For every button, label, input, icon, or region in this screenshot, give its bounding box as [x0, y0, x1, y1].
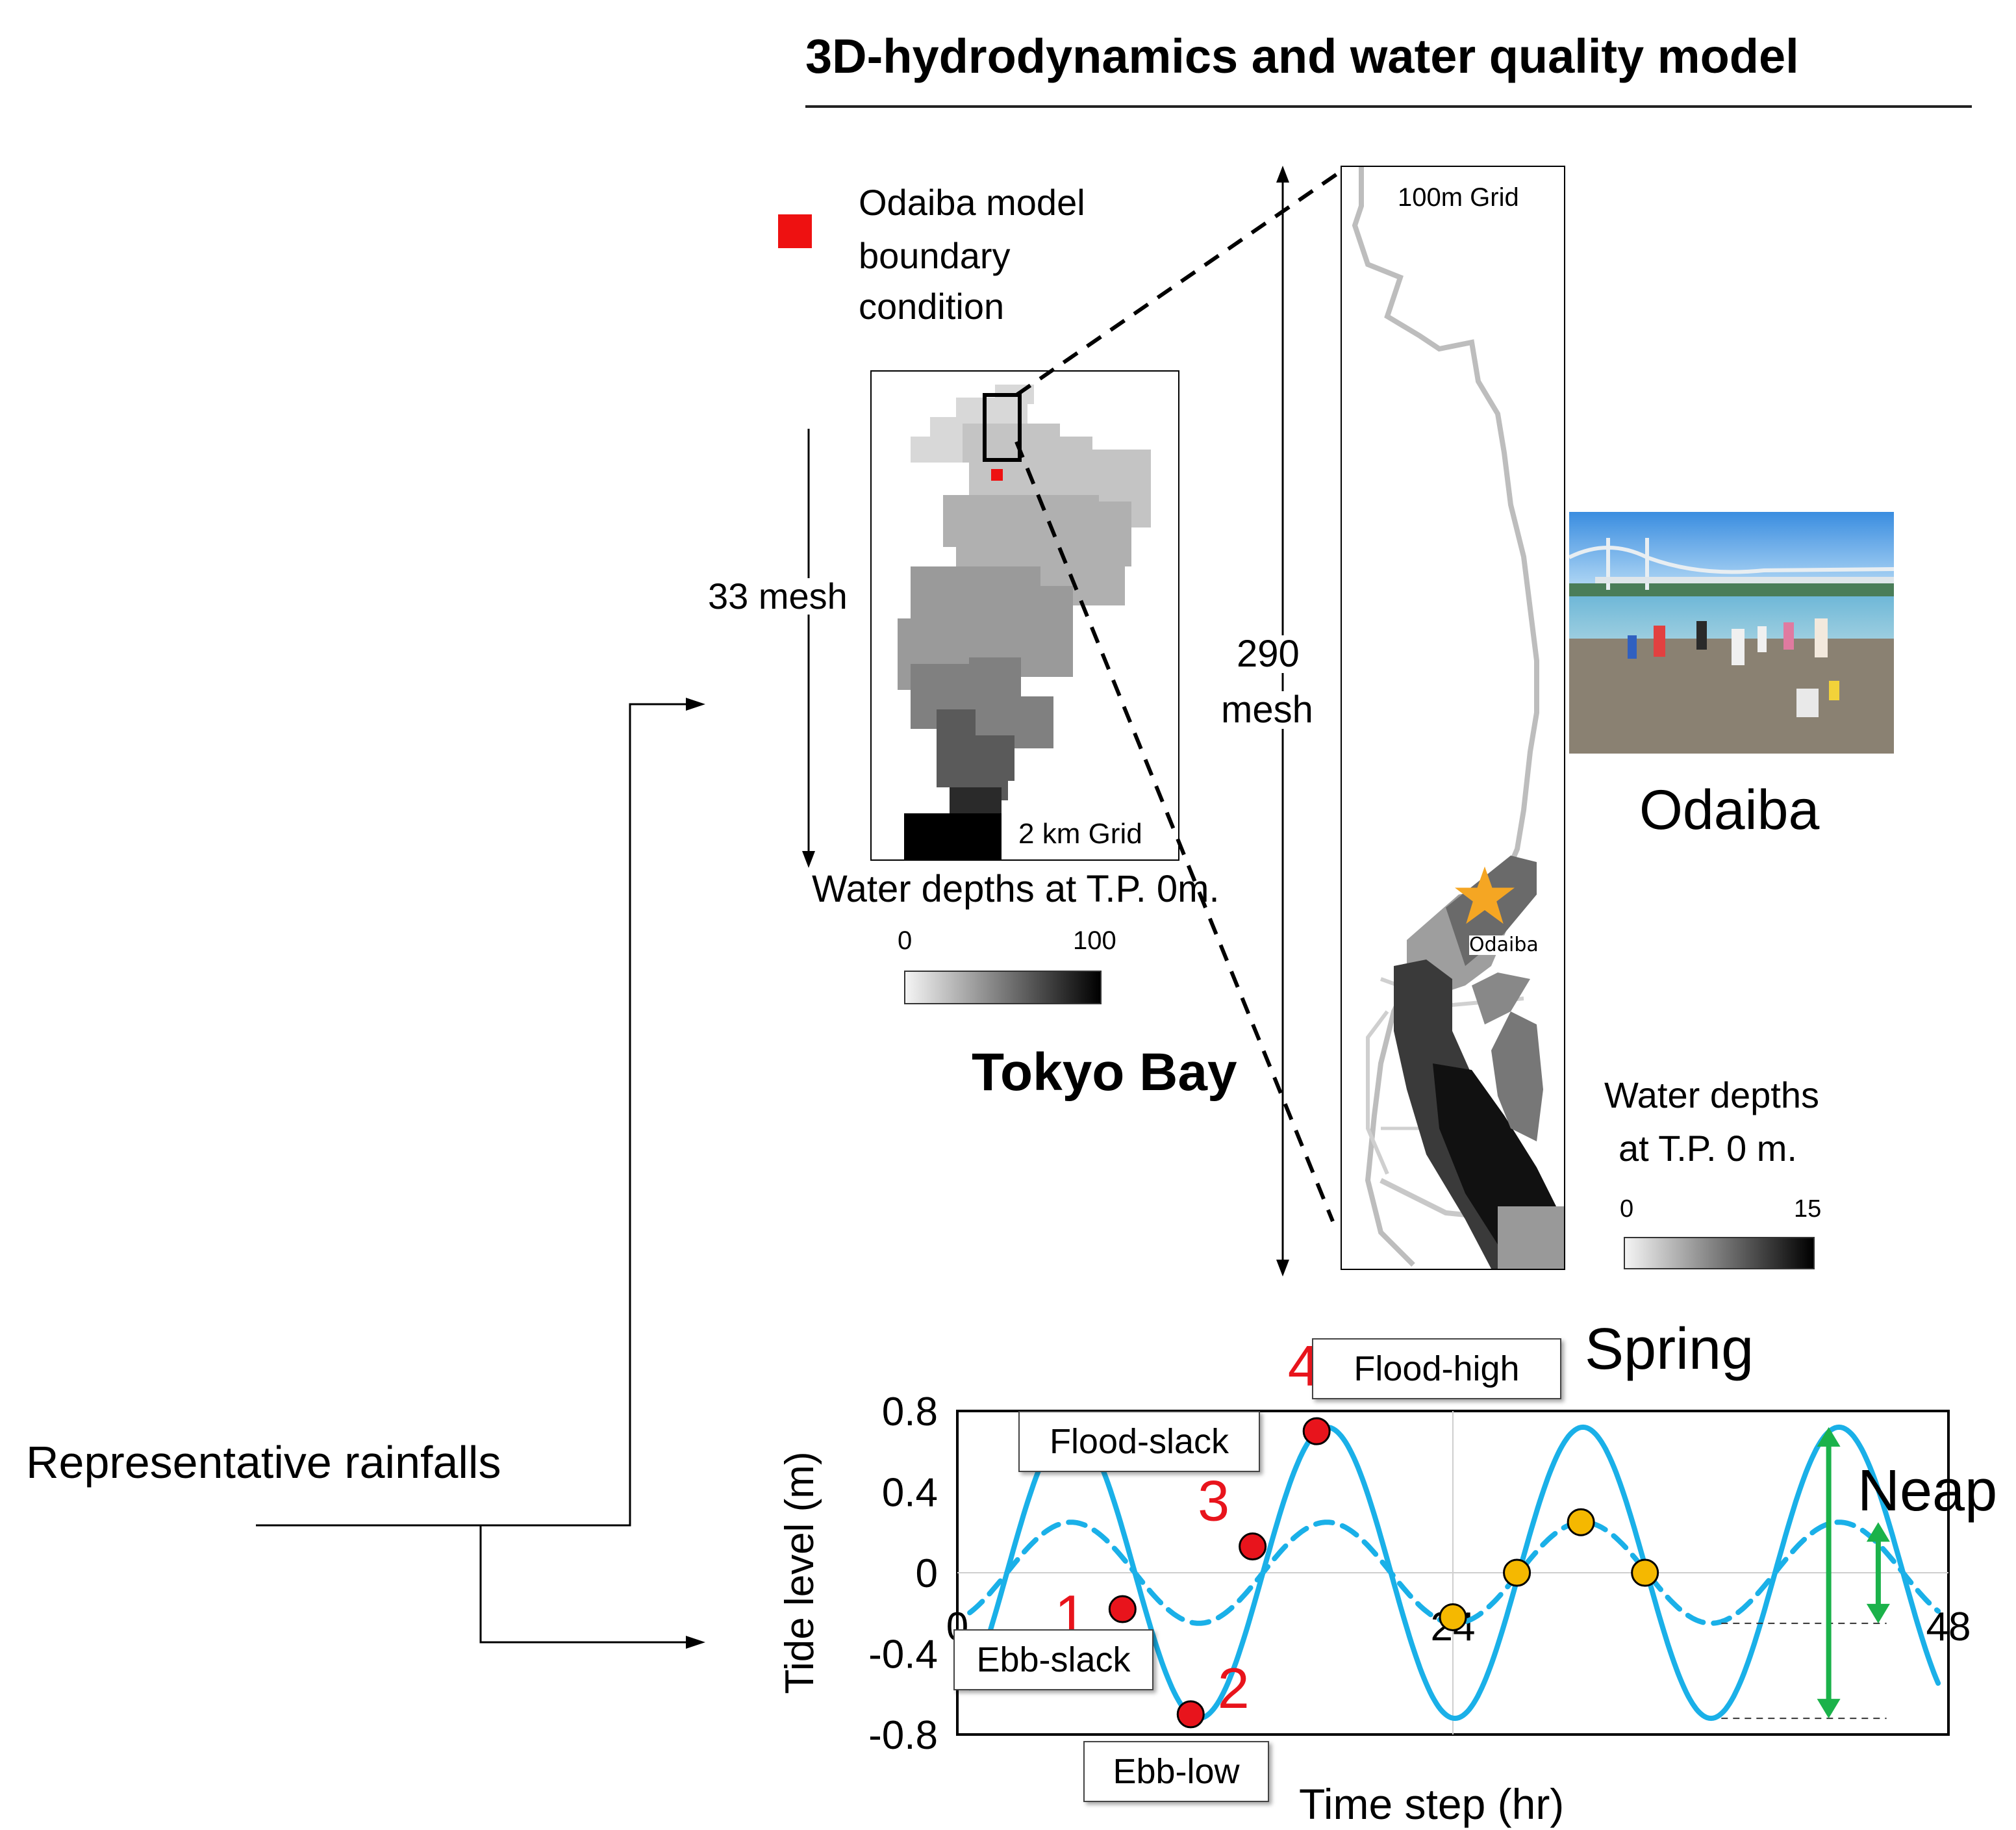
- odaiba-scale-max: 15: [1794, 1195, 1822, 1223]
- tokyo-bay-map: [870, 370, 1179, 861]
- odaiba-scale-min: 0: [1620, 1195, 1634, 1223]
- point-number-3: 3: [1198, 1469, 1229, 1533]
- tide-chart: 0.80.40-0.4-0.802448Time step (hr)Tide l…: [777, 1334, 1971, 1828]
- y-tick-label: 0: [916, 1551, 938, 1596]
- boundary-label-line1: Odaiba model: [859, 182, 1085, 223]
- neap-point-3: [1567, 1508, 1595, 1536]
- mesh-33-label: 33 mesh: [708, 576, 848, 616]
- spring-point-2: [1176, 1700, 1205, 1729]
- odaiba-photo: [1569, 512, 1894, 754]
- y-tick-label: 0.8: [882, 1390, 938, 1434]
- ebb-low-label: Ebb-low: [1083, 1741, 1269, 1802]
- neap-label: Neap: [1858, 1458, 1998, 1523]
- odaiba-depth-grid: [1352, 167, 1564, 1269]
- odaiba-star-label: Odaiba: [1469, 934, 1539, 956]
- boundary-label-line2: boundary: [859, 235, 1011, 276]
- tokyo-bay-depth-grid: [898, 385, 1151, 859]
- page-title: 3D-hydrodynamics and water quality model: [805, 29, 1799, 83]
- neap-point-4: [1631, 1558, 1659, 1587]
- odaiba-grid-label: 100m Grid: [1398, 183, 1519, 212]
- spring-range-arrow-head-top: [1817, 1427, 1841, 1447]
- spring-point-3: [1239, 1532, 1267, 1561]
- mesh-290-label-line2: mesh: [1217, 691, 1317, 729]
- tokyo-depth-colorbar: [904, 971, 1102, 1004]
- arrow-to-tokyo-map: [686, 698, 705, 711]
- odaiba-depth-colorbar: [1624, 1237, 1815, 1269]
- tokyo-scale-max: 100: [1073, 926, 1116, 955]
- spring-label: Spring: [1585, 1317, 1754, 1382]
- tokyo-scale-min: 0: [898, 926, 913, 955]
- odaiba-model-map: [1341, 166, 1565, 1270]
- mesh-33-arrow: [802, 429, 815, 868]
- neap-point-1: [1439, 1603, 1467, 1631]
- odaiba-photo-caption: Odaiba: [1639, 779, 1820, 841]
- odaiba-depth-title-line1: Water depths: [1604, 1074, 1819, 1115]
- y-axis-label: Tide level (m): [777, 1451, 822, 1694]
- mesh-290-label-line1: 290: [1233, 635, 1304, 673]
- rainfall-label: Representative rainfalls: [26, 1437, 501, 1488]
- y-tick-label: 0.4: [882, 1471, 938, 1516]
- boundary-point: [991, 469, 1003, 481]
- x-axis-label: Time step (hr): [1299, 1780, 1564, 1828]
- odaiba-depth-title-line2: at T.P. 0 m.: [1619, 1128, 1797, 1169]
- point-number-2: 2: [1218, 1656, 1250, 1720]
- spring-point-4: [1302, 1417, 1331, 1445]
- boundary-marker: [778, 214, 812, 248]
- ebb-slack-label: Ebb-slack: [953, 1629, 1153, 1690]
- tokyo-bay-label: Tokyo Bay: [972, 1043, 1237, 1102]
- odaiba-star-icon: [1455, 866, 1515, 924]
- tokyo-depth-title: Water depths at T.P. 0m.: [812, 868, 1220, 910]
- x-tick-label: 48: [1926, 1605, 1971, 1649]
- y-tick-label: -0.8: [868, 1713, 938, 1758]
- tokyo-grid-label: 2 km Grid: [1018, 818, 1142, 850]
- y-tick-label: -0.4: [868, 1633, 938, 1677]
- flood-slack-label: Flood-slack: [1018, 1411, 1260, 1472]
- boundary-label-line3: condition: [859, 286, 1005, 327]
- neap-point-2: [1503, 1558, 1531, 1587]
- neap-range-arrow-head-top: [1866, 1522, 1890, 1542]
- spring-point-1: [1108, 1595, 1137, 1623]
- title-underline: [805, 105, 1972, 108]
- spring-range-arrow-head-bottom: [1817, 1699, 1841, 1719]
- flood-high-label: Flood-high: [1312, 1338, 1561, 1399]
- neap-range-arrow-head-bottom: [1866, 1603, 1890, 1623]
- arrow-to-tide-chart: [686, 1636, 705, 1649]
